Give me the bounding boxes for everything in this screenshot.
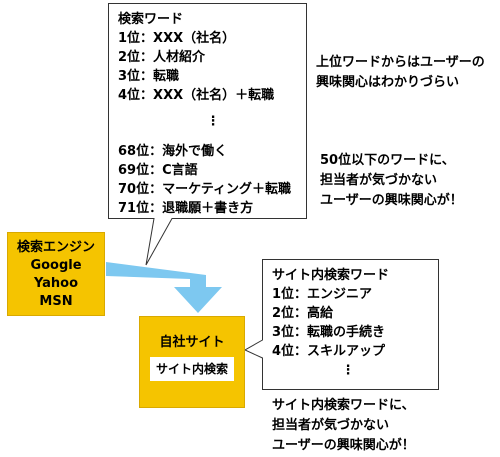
- search-word-rank-1: 1位：XXX（社名）: [118, 31, 236, 46]
- own-site-box: 自社サイト サイト内検索: [139, 316, 245, 408]
- note-middle-right-line-2: 担当者が気づかない: [320, 173, 438, 188]
- own-site-title: 自社サイト: [159, 335, 225, 350]
- note-middle-right: 50位以下のワードに、 担当者が気づかない ユーザーの興味関心が！: [320, 151, 463, 211]
- site-bubble-ellipsis: ⋮: [341, 363, 355, 378]
- search-word-rank-3: 3位：転職: [118, 69, 180, 84]
- note-bottom: サイト内検索ワードに、 担当者が気づかない ユーザーの興味関心が！: [272, 396, 415, 456]
- search-word-rank-69: 69位：C言語: [118, 163, 198, 178]
- note-top-right: 上位ワードからはユーザーの 興味関心はわかりづらい: [316, 53, 485, 93]
- note-bottom-line-2: 担当者が気づかない: [272, 418, 390, 433]
- site-bubble-content: サイト内検索ワード 1位：エンジニア 2位：高給 3位：転職の手続き 4位：スキ…: [272, 266, 389, 361]
- search-word-rank-68: 68位：海外で働く: [118, 144, 228, 159]
- search-engine-title: 検索エンジン: [16, 240, 95, 255]
- search-word-rank-4: 4位：XXX（社名）＋転職: [118, 88, 275, 103]
- engine-msn: MSN: [39, 294, 73, 309]
- note-top-right-line-1: 上位ワードからはユーザーの: [316, 55, 485, 70]
- site-search-word-rank-1: 1位：エンジニア: [272, 287, 373, 302]
- search-engine-box: 検索エンジン Google Yahoo MSN: [7, 232, 105, 316]
- site-search-word-rank-4: 4位：スキルアップ: [272, 344, 386, 359]
- site-search-word-rank-3: 3位：転職の手続き: [272, 325, 386, 340]
- flow-arrow: [106, 262, 222, 313]
- note-top-right-line-2: 興味関心はわかりづらい: [316, 75, 460, 90]
- top-bubble-ellipsis: ⋮: [206, 114, 220, 129]
- note-bottom-line-1: サイト内検索ワードに、: [272, 398, 415, 413]
- search-word-rank-70: 70位：マーケティング＋転職: [118, 182, 292, 197]
- engine-google: Google: [30, 258, 82, 273]
- site-search-label: サイト内検索: [150, 357, 234, 381]
- note-middle-right-line-1: 50位以下のワードに、: [320, 153, 455, 168]
- site-search-words-title: サイト内検索ワード: [272, 268, 390, 283]
- top-bubble-lower-content: 68位：海外で働く 69位：C言語 70位：マーケティング＋転職 71位：退職願…: [118, 142, 291, 218]
- note-middle-right-line-3: ユーザーの興味関心が！: [320, 193, 463, 208]
- site-search-word-rank-2: 2位：高給: [272, 306, 334, 321]
- note-bottom-line-3: ユーザーの興味関心が！: [272, 438, 415, 453]
- search-words-title: 検索ワード: [118, 12, 184, 27]
- engine-yahoo: Yahoo: [33, 276, 79, 291]
- top-speech-bubble: [108, 3, 307, 266]
- top-bubble-content: 検索ワード 1位：XXX（社名） 2位：人材紹介 3位：転職 4位：XXX（社名…: [118, 10, 274, 105]
- site-search-speech-bubble: [243, 259, 439, 390]
- search-word-rank-2: 2位：人材紹介: [118, 50, 206, 65]
- search-word-rank-71: 71位：退職願＋書き方: [118, 201, 254, 216]
